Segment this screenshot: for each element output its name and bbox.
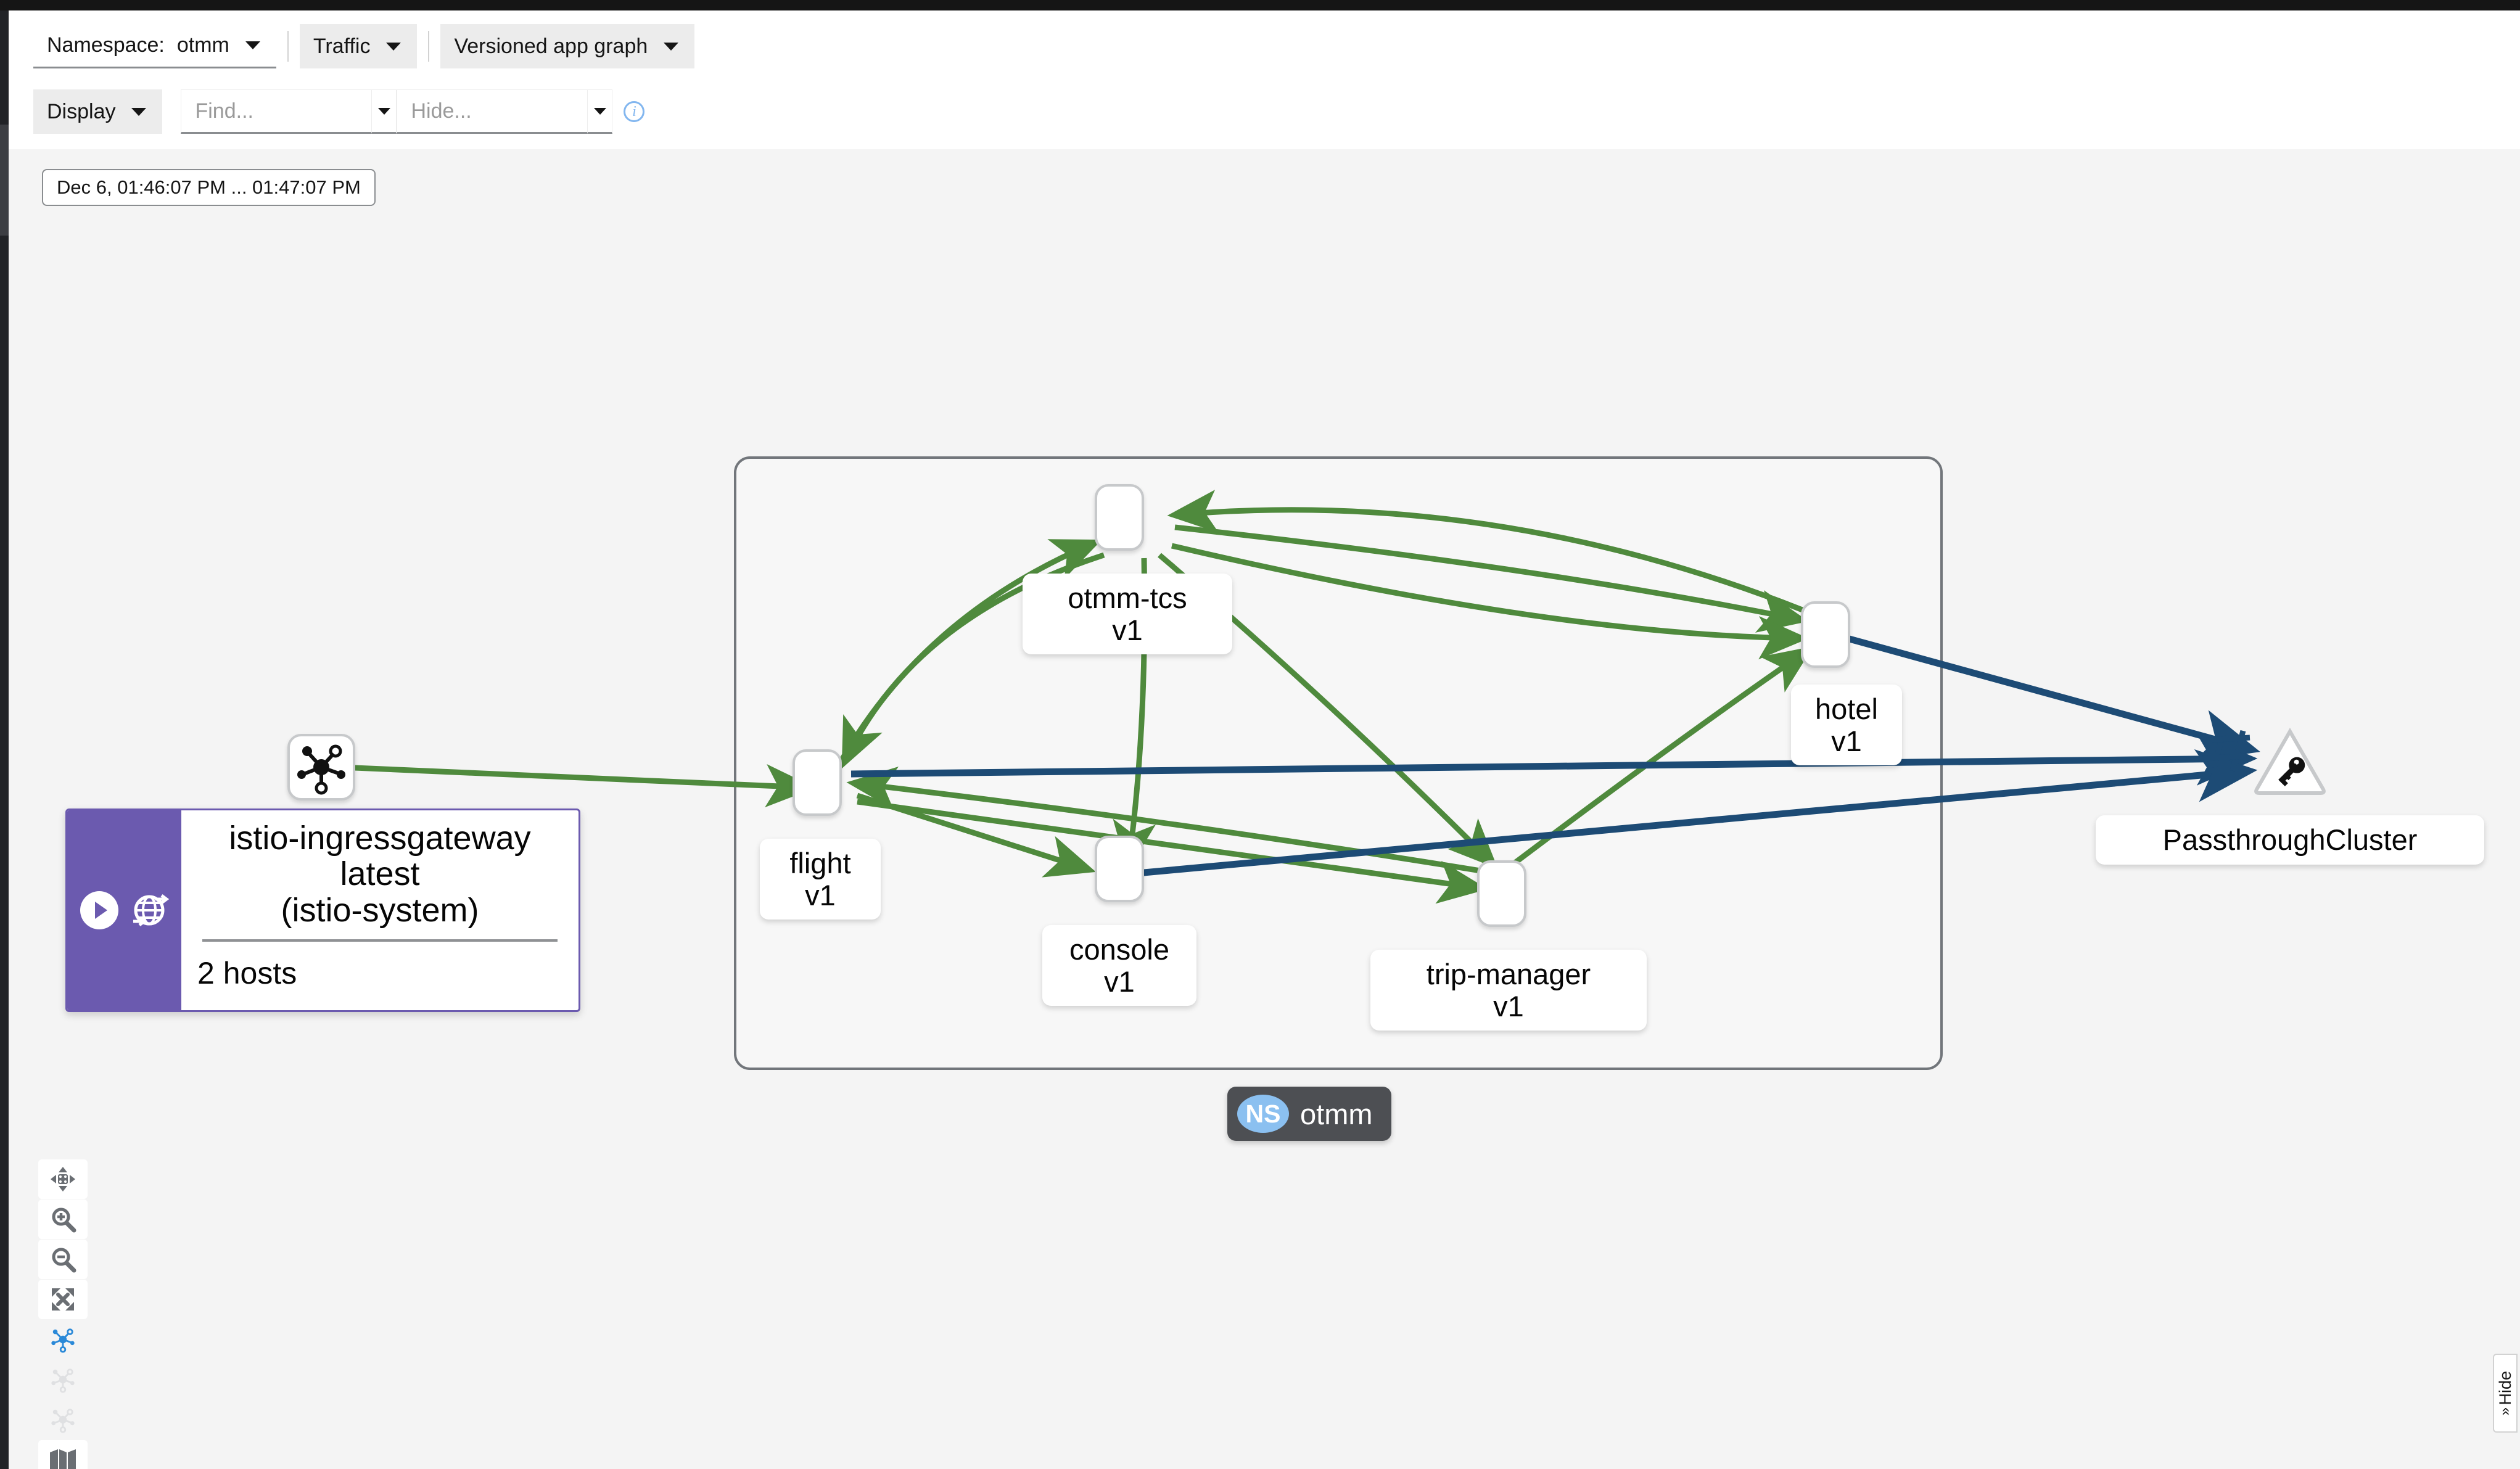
graph-toolbar: Namespace: otmm Traffic Versioned app gr… xyxy=(9,10,2520,149)
topology-icon xyxy=(51,1409,75,1433)
triangle-node-shape xyxy=(2254,727,2326,795)
gateway-arrow-icon xyxy=(80,891,118,929)
toolbar-divider xyxy=(287,31,289,62)
service-version: v1 xyxy=(1104,965,1135,998)
namespace-value: otmm xyxy=(176,33,229,57)
side-panel-hide-tab[interactable]: Hide » xyxy=(2493,1354,2518,1433)
map-icon xyxy=(50,1449,76,1469)
legend-tool[interactable] xyxy=(38,1440,88,1469)
double-chevron-right-icon: » xyxy=(2497,1407,2513,1416)
ingress-badge-bar xyxy=(67,810,181,1010)
service-version: v1 xyxy=(1112,613,1143,646)
hide-tab-label: Hide xyxy=(2495,1370,2514,1405)
graph-tool-rail xyxy=(38,1159,88,1469)
hide-dropdown-button[interactable] xyxy=(588,89,613,134)
info-circle-icon[interactable]: i xyxy=(624,101,645,122)
ingress-app-name: istio-ingressgateway xyxy=(229,820,531,857)
node-passthroughcluster[interactable] xyxy=(2253,727,2327,796)
hide-input[interactable]: Hide... xyxy=(397,89,588,134)
namespace-abbr-badge: NS xyxy=(1237,1095,1289,1133)
chevron-down-icon xyxy=(245,41,260,49)
node-istio-ingressgateway[interactable] xyxy=(287,734,355,800)
traffic-selector[interactable]: Traffic xyxy=(299,24,418,68)
top-bar xyxy=(0,0,2520,10)
node-label-flight[interactable]: flight v1 xyxy=(760,839,881,920)
namespace-chip[interactable]: NS otmm xyxy=(1227,1087,1391,1141)
chevron-down-icon xyxy=(377,107,390,115)
toolbar-row-primary: Namespace: otmm Traffic Versioned app gr… xyxy=(33,24,695,68)
service-name: hotel xyxy=(1815,693,1878,725)
node-label-trip-manager[interactable]: trip-manager v1 xyxy=(1370,950,1647,1031)
find-control: Find... xyxy=(181,89,397,134)
node-label-console[interactable]: console v1 xyxy=(1042,925,1196,1006)
zoom-in-icon xyxy=(52,1208,76,1233)
find-dropdown-button[interactable] xyxy=(372,89,397,134)
graph-time-range: Dec 6, 01:46:07 PM ... 01:47:07 PM xyxy=(42,169,376,206)
node-otmm-tcs[interactable] xyxy=(1095,484,1144,551)
node-hotel[interactable] xyxy=(1801,601,1850,668)
topology-icon xyxy=(51,1368,75,1393)
node-label-otmm-tcs[interactable]: otmm-tcs v1 xyxy=(1023,574,1232,655)
traffic-label: Traffic xyxy=(313,34,371,58)
fit-to-screen-tool[interactable] xyxy=(38,1280,88,1319)
zoom-out-tool[interactable] xyxy=(38,1240,88,1279)
namespace-selector[interactable]: Namespace: otmm xyxy=(33,24,276,68)
hide-control: Hide... xyxy=(397,89,613,134)
node-flight[interactable] xyxy=(793,749,842,816)
service-name: flight xyxy=(789,847,851,879)
layout-3-tool[interactable] xyxy=(38,1400,88,1439)
namespace-group-box[interactable] xyxy=(734,456,1943,1070)
namespace-chip-name: otmm xyxy=(1300,1097,1373,1130)
node-console[interactable] xyxy=(1095,836,1144,902)
chevron-down-icon xyxy=(593,107,606,115)
service-name: otmm-tcs xyxy=(1068,582,1187,614)
node-label-hotel[interactable]: hotel v1 xyxy=(1791,685,1902,766)
node-label-passthroughcluster[interactable]: PassthroughCluster xyxy=(2096,815,2484,865)
service-version: v1 xyxy=(805,878,836,911)
key-icon xyxy=(2278,757,2305,786)
service-version: v1 xyxy=(1493,989,1524,1023)
chevron-down-icon xyxy=(386,42,401,51)
layout-2-tool[interactable] xyxy=(38,1360,88,1399)
virtual-service-globe-icon xyxy=(133,894,169,926)
display-menu-button[interactable]: Display xyxy=(33,89,163,134)
expand-arrows-icon xyxy=(52,1288,74,1311)
toolbar-row-secondary: Display Find... Hide... i xyxy=(33,89,645,134)
graph-type-label: Versioned app graph xyxy=(454,34,648,58)
service-name: trip-manager xyxy=(1426,958,1591,990)
service-topology-icon xyxy=(297,744,345,795)
move-arrows-icon xyxy=(51,1167,75,1191)
find-input[interactable]: Find... xyxy=(181,89,373,134)
ingress-card-body: istio-ingressgateway latest (istio-syste… xyxy=(181,810,579,1010)
chevron-down-icon xyxy=(131,107,147,116)
layout-1-tool[interactable] xyxy=(38,1320,88,1359)
pan-tool[interactable] xyxy=(38,1159,88,1199)
ingress-node-card[interactable]: istio-ingressgateway latest (istio-syste… xyxy=(65,809,580,1012)
node-trip-manager[interactable] xyxy=(1477,860,1526,927)
chevron-down-icon xyxy=(664,42,679,51)
display-label: Display xyxy=(47,99,116,123)
ingress-version: latest xyxy=(340,855,420,893)
namespace-label: Namespace: xyxy=(47,33,165,57)
ingress-hosts-count: 2 hosts xyxy=(197,955,297,990)
topology-icon xyxy=(51,1328,75,1353)
toolbar-divider xyxy=(428,31,430,62)
ingress-card-divider xyxy=(202,939,558,942)
left-rail-segment xyxy=(0,125,9,236)
left-rail xyxy=(0,10,9,1469)
zoom-out-icon xyxy=(52,1248,76,1273)
zoom-in-tool[interactable] xyxy=(38,1199,88,1239)
graph-type-selector[interactable]: Versioned app graph xyxy=(440,24,695,68)
ingress-namespace: (istio-system) xyxy=(281,891,479,929)
service-name: console xyxy=(1069,933,1169,966)
service-version: v1 xyxy=(1831,724,1862,757)
